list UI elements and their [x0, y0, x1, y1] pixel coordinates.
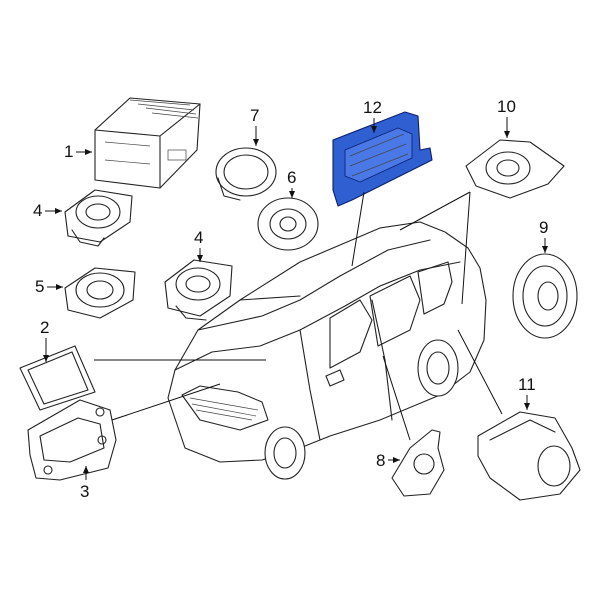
tweeter-bracket-part-10: [465, 139, 565, 199]
subwoofer-part-11: [477, 411, 581, 501]
speaker-part-5: [64, 267, 136, 319]
callout-1: 1: [64, 142, 73, 161]
callout-4-left: 4: [33, 201, 42, 220]
callout-6: 6: [287, 168, 296, 187]
audio-unit-part-1: [94, 97, 201, 189]
leader-lines: [94, 191, 503, 441]
amplifier-part-12-highlighted: [332, 111, 433, 207]
callout-8: 8: [376, 451, 385, 470]
callout-3: 3: [80, 482, 89, 501]
speaker-ring-part-7: [215, 147, 277, 201]
speaker-part-4-left: [64, 189, 133, 247]
speaker-part-4-center: [164, 259, 233, 321]
callout-5: 5: [35, 277, 44, 296]
vehicle-outline: [167, 221, 487, 480]
callout-2: 2: [40, 318, 49, 337]
callout-11: 11: [518, 375, 536, 394]
callout-7: 7: [250, 106, 259, 125]
display-part-2: [19, 345, 96, 411]
tweeter-part-6: [257, 197, 319, 251]
callout-12: 12: [363, 98, 382, 117]
speaker-part-9: [512, 253, 578, 339]
callout-labels: 1 2 3 4 4 5 6 7 8 9 10 11 12: [33, 97, 548, 501]
callout-9: 9: [539, 218, 548, 237]
control-unit-part-3: [27, 399, 117, 481]
callout-4-center: 4: [194, 228, 203, 247]
bracket-part-8: [391, 429, 445, 497]
callout-10: 10: [497, 97, 516, 116]
